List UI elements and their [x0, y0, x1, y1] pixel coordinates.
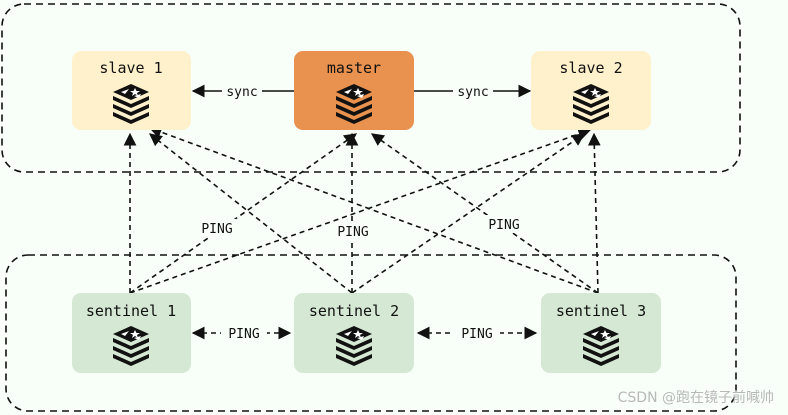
node-slave-2: slave 2	[531, 51, 651, 130]
ping-label-s2-s3: PING	[461, 327, 492, 342]
watermark: CSDN @跑在镜子前喊帅	[617, 390, 774, 406]
node-master: master	[294, 51, 414, 130]
edge-s1-slave2	[129, 127, 592, 294]
edge-s2-slave1	[148, 133, 353, 294]
edge-s3-master	[370, 133, 599, 294]
edge-s3-slave1	[148, 125, 599, 294]
edge-s1-master	[129, 133, 358, 294]
sync-label-right: sync	[457, 85, 488, 100]
ping-label-middle: PING	[337, 225, 368, 240]
ping-label-left: PING	[201, 222, 232, 237]
node-sentinel-1: sentinel 1	[72, 293, 191, 373]
edge-s2-slave2	[351, 133, 586, 294]
edge-labels: sync sync PING PING PING PING PING	[198, 82, 523, 343]
node-label: slave 2	[559, 59, 622, 77]
ping-label-s1-s2: PING	[228, 327, 259, 342]
node-sentinel-3: sentinel 3	[541, 293, 661, 373]
node-slave-1: slave 1	[72, 51, 191, 130]
sync-label-left: sync	[226, 85, 257, 100]
node-label: master	[327, 59, 381, 77]
edge-s3-slave2	[587, 132, 601, 294]
node-sentinel-2: sentinel 2	[294, 293, 414, 373]
node-label: sentinel 2	[309, 302, 399, 320]
node-label: sentinel 3	[556, 302, 646, 320]
node-label: slave 1	[99, 59, 162, 77]
sentinel-group	[5, 254, 737, 412]
node-label: sentinel 1	[86, 302, 176, 320]
ping-label-right: PING	[488, 218, 519, 233]
